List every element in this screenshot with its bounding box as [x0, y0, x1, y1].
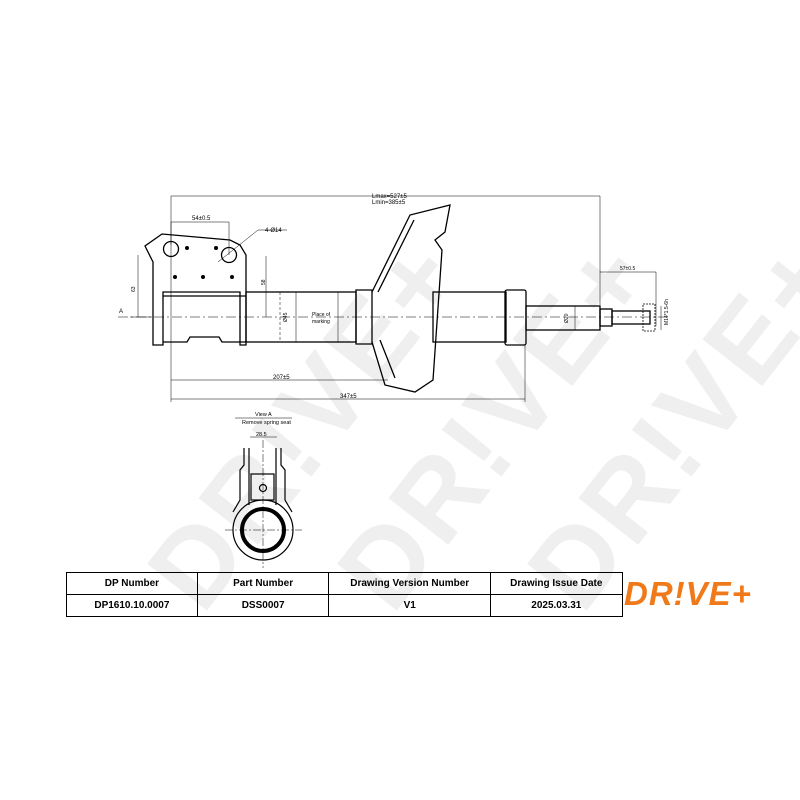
header-dp-number: DP Number [66, 572, 198, 595]
svg-text:63: 63 [131, 286, 137, 292]
svg-text:54±0.5: 54±0.5 [192, 216, 211, 222]
header-version: Drawing Version Number [328, 572, 491, 595]
svg-text:57±0.5: 57±0.5 [620, 266, 635, 272]
title-block: DP Number Part Number Drawing Version Nu… [66, 572, 800, 617]
svg-text:Ø45: Ø45 [283, 312, 289, 322]
bracket-holes [173, 246, 234, 279]
view-marker: A [119, 309, 123, 315]
issue-date-value: 2025.03.31 [489, 594, 623, 617]
svg-text:Remove spring seat: Remove spring seat [242, 420, 291, 426]
svg-text:Ø20: Ø20 [564, 313, 570, 323]
overall-length-dimension [170, 195, 601, 402]
shock-body [245, 204, 656, 393]
svg-text:58: 58 [261, 279, 267, 285]
header-issue-date: Drawing Issue Date [489, 572, 623, 595]
svg-text:Place of: Place of [312, 312, 331, 318]
version-value: V1 [328, 594, 491, 617]
header-part-number: Part Number [196, 572, 330, 595]
mount-bracket [144, 233, 247, 346]
svg-text:M14*1.5-6h: M14*1.5-6h [664, 299, 670, 325]
part-number-value: DSS0007 [196, 594, 330, 617]
view-a-title: View A [255, 412, 272, 418]
drive-logo: DR!VE+ [624, 575, 752, 612]
svg-text:207±5: 207±5 [273, 375, 290, 381]
svg-text:347±5: 347±5 [340, 394, 357, 400]
dp-number-value: DP1610.10.0007 [66, 594, 198, 617]
svg-text:marking: marking [312, 319, 330, 325]
svg-text:28.5: 28.5 [256, 432, 267, 438]
lmax-label: Lmax=527±5 [372, 194, 407, 200]
lmin-label: Lmin=385±5 [372, 200, 406, 206]
svg-text:4-Ø14: 4-Ø14 [265, 228, 282, 234]
